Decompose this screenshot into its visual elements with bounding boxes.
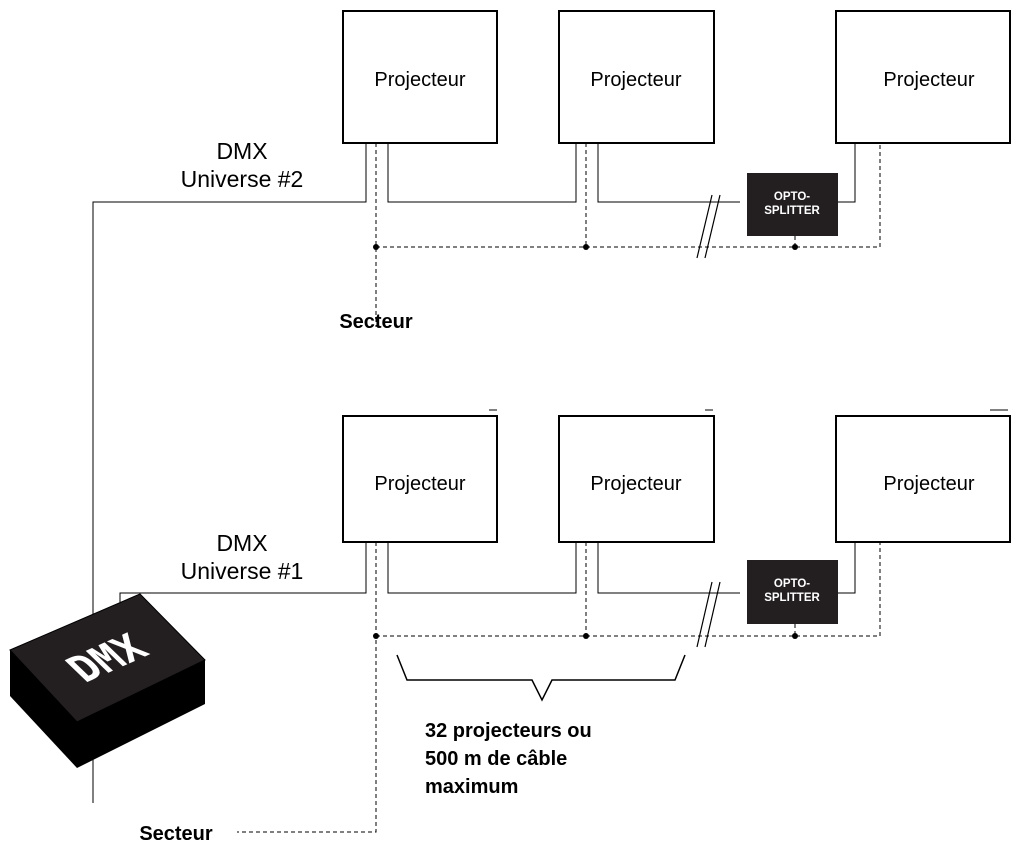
opto-splitter-label-line1: OPTO- (774, 191, 810, 203)
opto-splitter-label-line1: OPTO- (774, 578, 810, 590)
power-junction (373, 633, 379, 639)
universe-2-group: Projecteur Projecteur Projecteur OPTO- (92, 10, 1011, 803)
dmx-console: DMX (9, 593, 206, 768)
universe-1-label-line2: Universe #1 (181, 558, 304, 584)
power-cable-u1 (237, 542, 881, 833)
power-label-u2: Secteur (339, 311, 413, 333)
fixture-label: Projecteur (374, 69, 465, 91)
opto-splitter-label-line2: SPLITTER (764, 592, 820, 604)
universe-2-label-line1: DMX (216, 138, 267, 164)
fixture-u1-3: Projecteur (835, 415, 1011, 543)
opto-splitter-u1: OPTO- SPLITTER (747, 560, 838, 624)
dmx-cable-u1-link-2 (597, 542, 740, 594)
universe-1-group: Projecteur Projecteur Projecteur OPTO- (119, 409, 1011, 845)
power-junction (792, 633, 798, 639)
fixture-label: Projecteur (374, 473, 465, 495)
limit-note-line3: maximum (425, 776, 518, 798)
universe-1-label-line1: DMX (216, 530, 267, 556)
power-junction (583, 633, 589, 639)
limit-note-line2: 500 m de câble (425, 748, 567, 770)
universe-2-label-line2: Universe #2 (181, 166, 304, 192)
cable-break-mark (696, 194, 721, 259)
limit-note-line1: 32 projecteurs ou (425, 720, 592, 742)
fixture-u1-2: Projecteur (558, 415, 715, 543)
dmx-cable-u2-main (92, 143, 367, 803)
fixture-label: Projecteur (883, 69, 974, 91)
fixture-label: Projecteur (883, 473, 974, 495)
dmx-cable-u2-link-2 (597, 143, 740, 203)
power-junction (792, 244, 798, 250)
fixture-label: Projecteur (590, 473, 681, 495)
console-side-face (77, 660, 205, 768)
fixture-u1-1: Projecteur (342, 415, 498, 543)
opto-splitter-u2: OPTO- SPLITTER (747, 173, 838, 236)
power-cable-u2 (375, 143, 881, 327)
dmx-cable-u1-link-3 (838, 542, 856, 594)
dmx-cable-u1-link-1 (387, 542, 577, 594)
fixture-u2-2: Projecteur (558, 10, 715, 144)
dmx-cable-u2-link-3 (838, 143, 856, 203)
power-junction (373, 244, 379, 250)
console-front-face (10, 650, 77, 768)
fixture-count-brace (396, 654, 686, 702)
dmx-cable-u2-link-1 (387, 143, 577, 203)
power-junction (583, 244, 589, 250)
fixture-u2-1: Projecteur (342, 10, 498, 144)
cable-break-mark (696, 581, 721, 648)
console-top-face (9, 593, 206, 723)
opto-splitter-label-line2: SPLITTER (764, 205, 820, 217)
power-label-u1: Secteur (139, 823, 213, 845)
fixture-label: Projecteur (590, 69, 681, 91)
fixture-u2-3: Projecteur (835, 10, 1011, 144)
